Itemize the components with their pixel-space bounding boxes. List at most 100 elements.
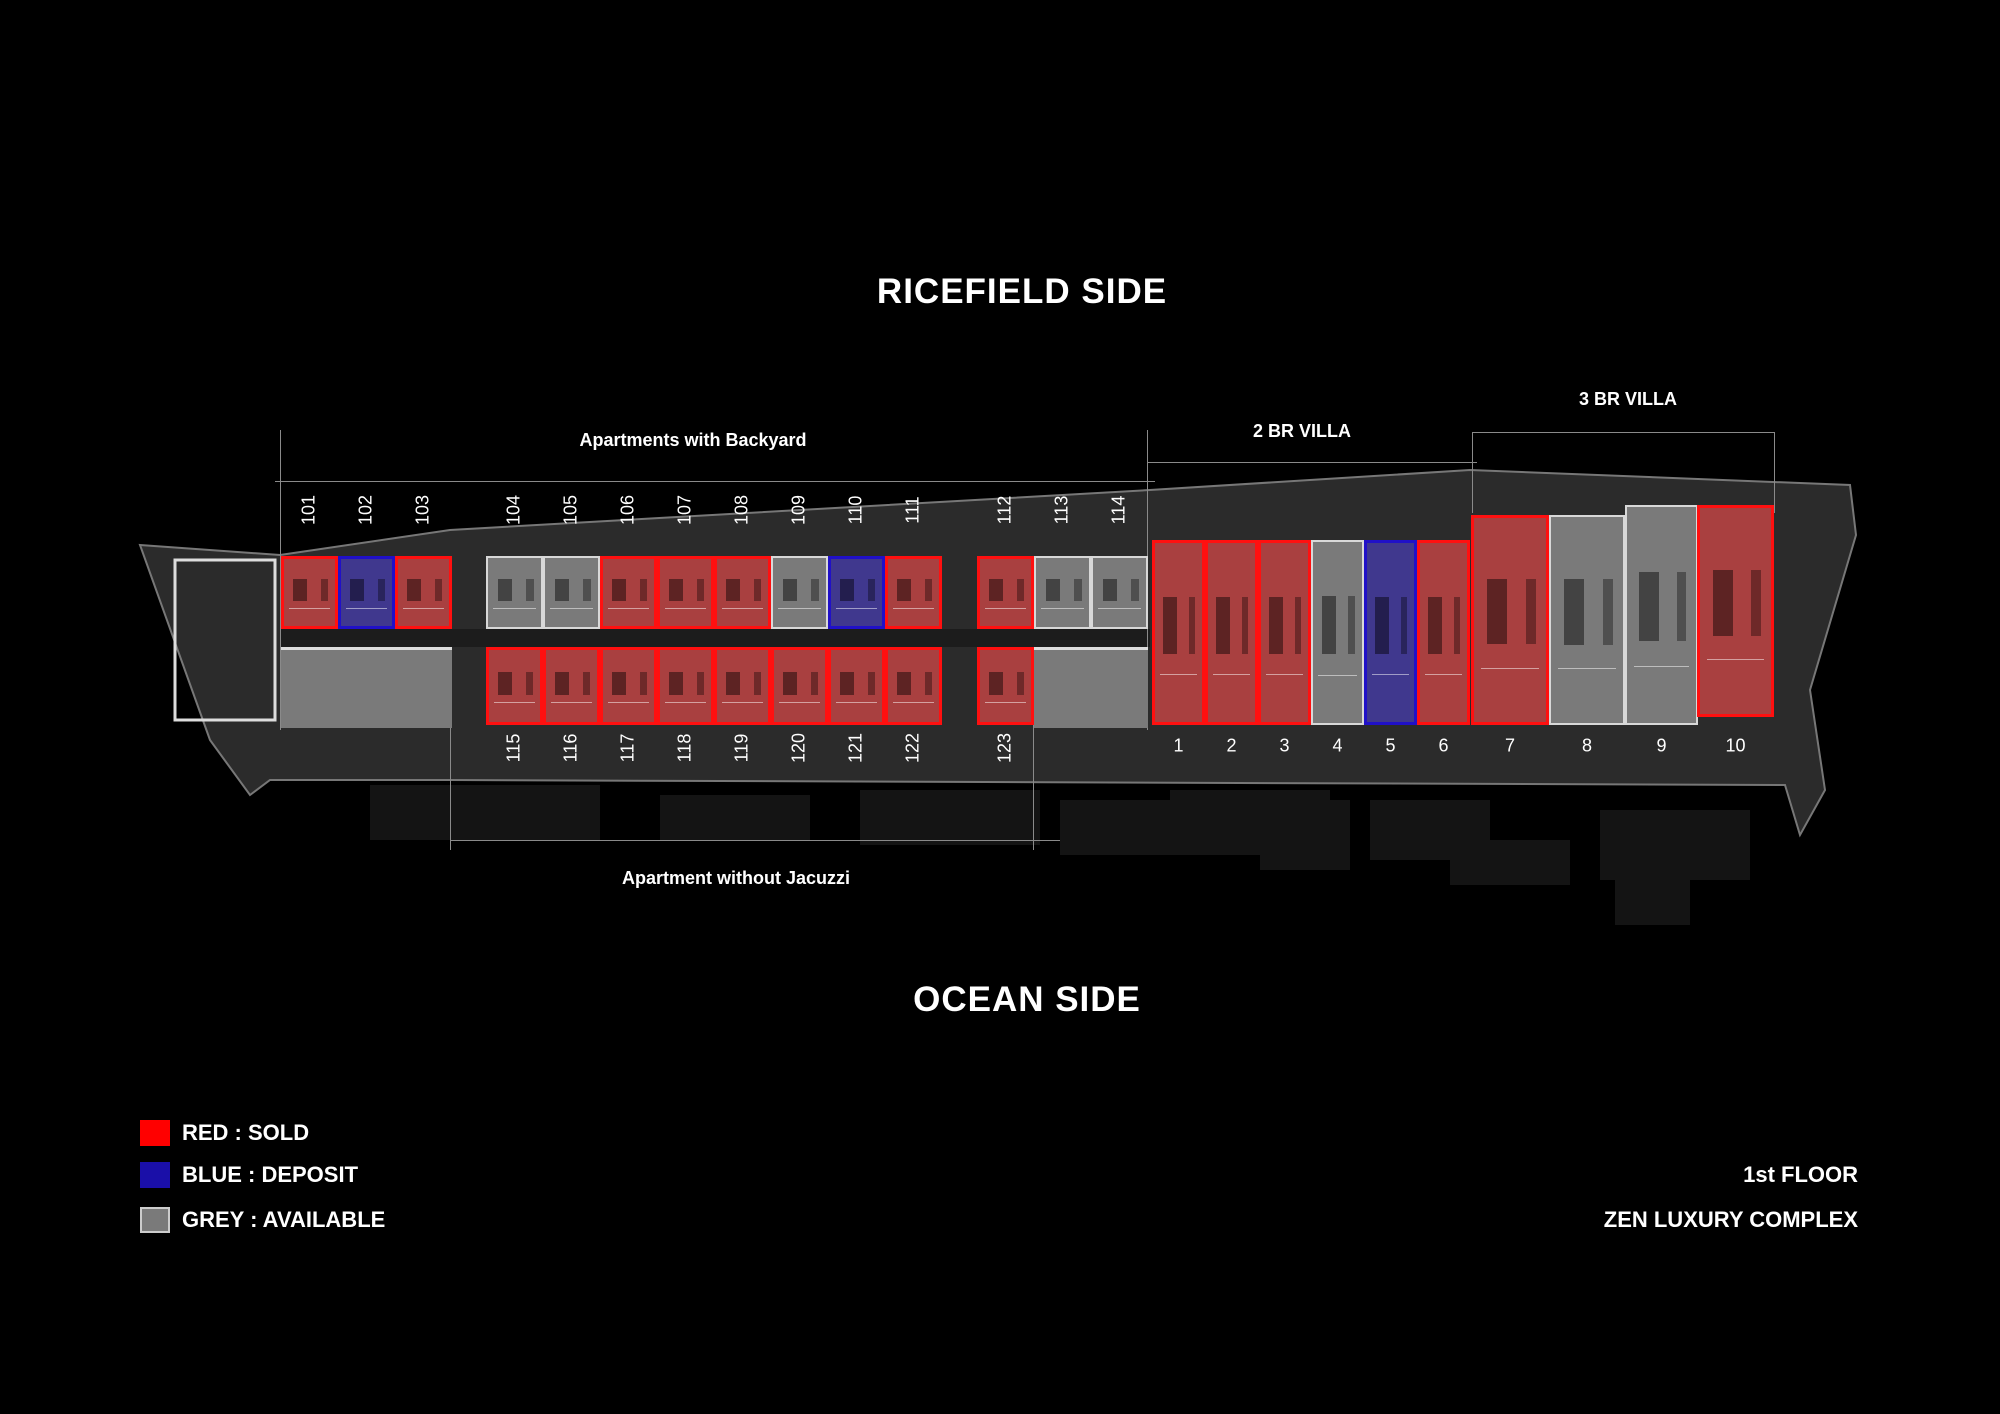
- unit-120[interactable]: [771, 647, 828, 725]
- floor-plan-detail: [669, 671, 684, 695]
- unit-122[interactable]: [885, 647, 942, 725]
- unit-number: 111: [902, 496, 923, 524]
- unit-number: 123: [994, 732, 1015, 764]
- floor-plan-detail: [1102, 578, 1118, 601]
- unit-105[interactable]: [543, 556, 600, 629]
- unit-118[interactable]: [657, 647, 714, 725]
- floor-plan-detail: [582, 671, 590, 695]
- floor-plan-detail: [836, 702, 877, 716]
- floor-plan-detail: [989, 579, 1004, 601]
- floor-plan-detail: [1294, 596, 1302, 654]
- unit-number: 1: [1173, 735, 1184, 756]
- unit-116[interactable]: [543, 647, 600, 725]
- unit-101[interactable]: [281, 556, 338, 629]
- floor-plan-detail: [753, 579, 761, 601]
- unit-number: 120: [788, 732, 809, 764]
- unit-1[interactable]: [1152, 540, 1205, 725]
- unit-111[interactable]: [885, 556, 942, 629]
- floor-plan-detail: [840, 671, 855, 695]
- unit-115[interactable]: [486, 647, 543, 725]
- deposit-swatch: [140, 1162, 170, 1188]
- floor-plan-detail: [1428, 596, 1442, 654]
- floor-plan-detail: [1016, 671, 1024, 695]
- villa2-bracket: [1147, 462, 1477, 463]
- unit-108[interactable]: [714, 556, 771, 629]
- unit-3[interactable]: [1258, 540, 1311, 725]
- floor-plan-detail: [753, 671, 761, 695]
- unit-number: 5: [1385, 735, 1396, 756]
- unit-number: 119: [731, 733, 752, 763]
- unit-112[interactable]: [977, 556, 1034, 629]
- unit-number: 103: [412, 494, 433, 526]
- floor-plan-detail: [1348, 596, 1356, 655]
- floor-plan-detail: [924, 671, 932, 695]
- floor-plan-detail: [1486, 579, 1508, 645]
- unit-107[interactable]: [657, 556, 714, 629]
- floor-plan-detail: [494, 702, 535, 716]
- garage-area: [281, 647, 452, 728]
- legend-label: BLUE : DEPOSIT: [182, 1162, 359, 1187]
- unit-102[interactable]: [338, 556, 395, 629]
- unit-7[interactable]: [1471, 515, 1549, 725]
- section-divider: [450, 725, 451, 850]
- floor-plan-detail: [783, 671, 798, 695]
- unit-6[interactable]: [1417, 540, 1470, 725]
- unit-number: 9: [1656, 735, 1667, 756]
- unit-number: 121: [845, 732, 866, 764]
- floor-plan-detail: [810, 671, 818, 695]
- floor-plan-detail: [1212, 674, 1251, 707]
- floor-plan-detail: [498, 671, 513, 695]
- floor-plan-detail: [1321, 596, 1336, 655]
- unit-103[interactable]: [395, 556, 452, 629]
- floor-plan-detail: [1074, 578, 1082, 601]
- floor-plan-detail: [1241, 596, 1249, 654]
- floor-plan-detail: [1045, 578, 1061, 601]
- unit-117[interactable]: [600, 647, 657, 725]
- floor-plan-detail: [1453, 596, 1461, 654]
- legend-deposit: BLUE : DEPOSIT: [140, 1162, 358, 1188]
- unit-121[interactable]: [828, 647, 885, 725]
- floor-plan-detail: [493, 608, 536, 621]
- unit-number: 106: [617, 494, 638, 526]
- floor-plan-detail: [722, 607, 763, 621]
- unit-5[interactable]: [1364, 540, 1417, 725]
- unit-104[interactable]: [486, 556, 543, 629]
- floor-plan-detail: [289, 607, 330, 621]
- unit-8[interactable]: [1549, 515, 1625, 725]
- unit-106[interactable]: [600, 556, 657, 629]
- unit-110[interactable]: [828, 556, 885, 629]
- floor-plan-detail: [867, 671, 875, 695]
- floor-plan-detail: [1639, 571, 1659, 641]
- floor-plan-detail: [612, 579, 627, 601]
- sold-swatch: [140, 1120, 170, 1146]
- floor-plan-detail: [639, 671, 647, 695]
- unit-114[interactable]: [1091, 556, 1148, 629]
- floor-plan-detail: [985, 702, 1026, 716]
- unit-2[interactable]: [1205, 540, 1258, 725]
- legend-sold: RED : SOLD: [140, 1120, 309, 1146]
- floor-plan-detail: [1216, 596, 1230, 654]
- floor-plan-detail: [1481, 667, 1539, 706]
- unit-number: 104: [503, 494, 524, 526]
- unit-number: 116: [560, 733, 581, 763]
- floor-plan-detail: [840, 579, 855, 601]
- unit-123[interactable]: [977, 647, 1034, 725]
- floor-plan-detail: [554, 578, 570, 601]
- floor-plan-detail: [612, 671, 627, 695]
- floor-plan-detail: [893, 607, 934, 621]
- unit-10[interactable]: [1697, 505, 1774, 717]
- floor-plan-detail: [778, 608, 821, 621]
- floor-plan-detail: [811, 578, 819, 601]
- unit-9[interactable]: [1625, 505, 1698, 725]
- floor-plan-detail: [407, 579, 422, 601]
- unit-4[interactable]: [1311, 540, 1364, 725]
- unit-119[interactable]: [714, 647, 771, 725]
- unit-113[interactable]: [1034, 556, 1091, 629]
- backyard-section-label: Apartments with Backyard: [579, 430, 807, 450]
- floor-plan-detail: [726, 579, 741, 601]
- unit-109[interactable]: [771, 556, 828, 629]
- villa2-section-label: 2 BR VILLA: [1252, 421, 1352, 441]
- floor-plan-detail: [583, 578, 591, 601]
- floor-plan-detail: [726, 671, 741, 695]
